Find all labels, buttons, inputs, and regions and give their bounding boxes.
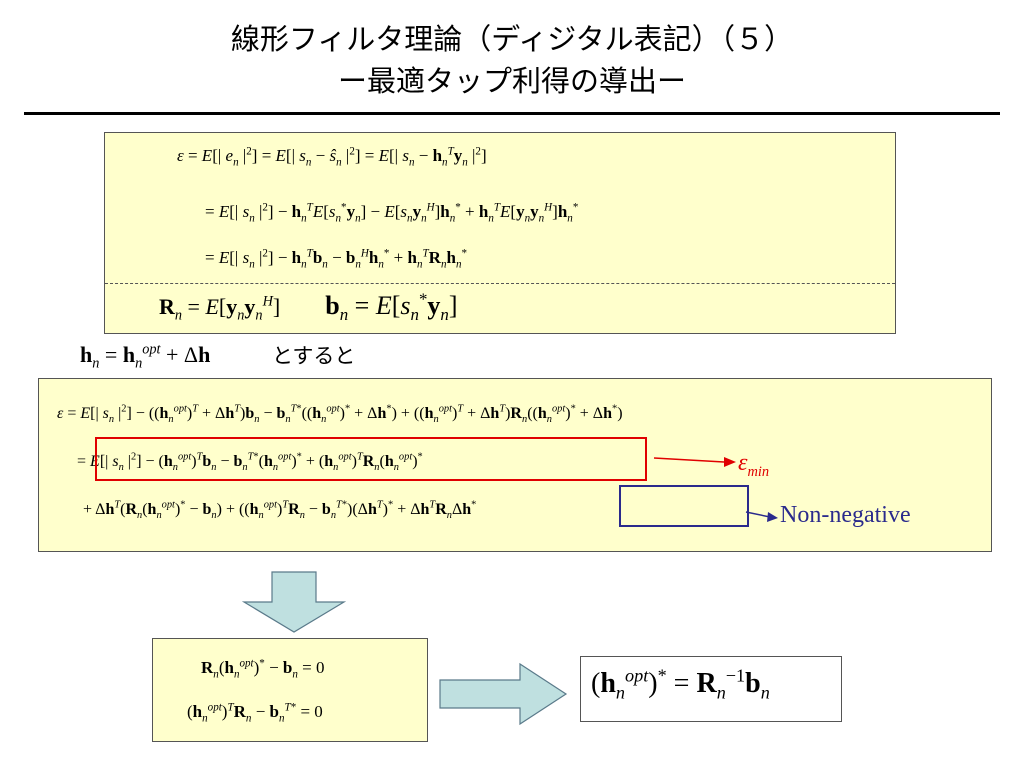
mse-definition-box: ε = E[| en |2] = E[| sn − ŝn |2] = E[| s… xyxy=(104,132,896,334)
mse-equation-line1: ε = E[| en |2] = E[| sn − ŝn |2] = E[| s… xyxy=(177,145,487,169)
slide-title-line2: ー最適タップ利得の導出ー xyxy=(337,64,686,98)
box-divider xyxy=(105,283,895,284)
epsilon-min-label: εmin xyxy=(738,450,770,480)
epsilon-symbol: ε xyxy=(738,450,748,476)
optimal-solution-equation: (hnopt)* = Rn−1bn xyxy=(591,665,770,703)
minimum-error-highlight xyxy=(95,437,647,481)
expansion-line2: = E[| sn |2] − (hnopt)Tbn − bnT*(hnopt)*… xyxy=(77,451,423,474)
optimality-conditions-box: Rn(hnopt)* − bn = 0 (hnopt)TRn − bnT* = … xyxy=(152,638,428,742)
blue-arrow xyxy=(745,511,771,518)
mse-expansion-box: ε = E[| sn |2] − ((hnopt)T + ΔhT)bn − bn… xyxy=(38,378,992,552)
mse-equation-line3: = E[| sn |2] − hnTbn − bnHhn* + hnTRnhn* xyxy=(205,247,468,271)
red-arrow xyxy=(653,457,725,463)
min-subscript: min xyxy=(747,463,770,480)
blue-arrowhead xyxy=(767,512,778,522)
right-arrow xyxy=(439,662,568,726)
mse-equation-line2: = E[| sn |2] − hnTE[sn*yn] − E[snynH]hn*… xyxy=(205,201,579,225)
non-negative-label: Non-negative xyxy=(780,502,911,528)
red-arrowhead xyxy=(724,457,736,467)
down-arrow xyxy=(241,571,347,633)
optimal-solution-box: (hnopt)* = Rn−1bn xyxy=(580,656,842,722)
expansion-line1: ε = E[| sn |2] − ((hnopt)T + ΔhT)bn − bn… xyxy=(57,403,623,426)
substitution-equation: hn = hnopt + Δh xyxy=(80,341,211,372)
condition-line1: Rn(hnopt)* − bn = 0 xyxy=(201,657,325,681)
slide-title-line1: 線形フィルタ理論（ディジタル表記）（５） xyxy=(230,22,794,56)
r-b-definitions: Rn = E[ynynH] bn = E[sn*yn] xyxy=(159,289,458,325)
expansion-line3: + ΔhT(Rn(hnopt)* − bn) + ((hnopt)TRn − b… xyxy=(83,499,477,522)
substitution-text: とすると xyxy=(272,344,356,368)
quadratic-term-highlight xyxy=(619,485,749,527)
condition-line2: (hnopt)TRn − bnT* = 0 xyxy=(187,701,323,725)
title-underline xyxy=(24,112,1000,115)
